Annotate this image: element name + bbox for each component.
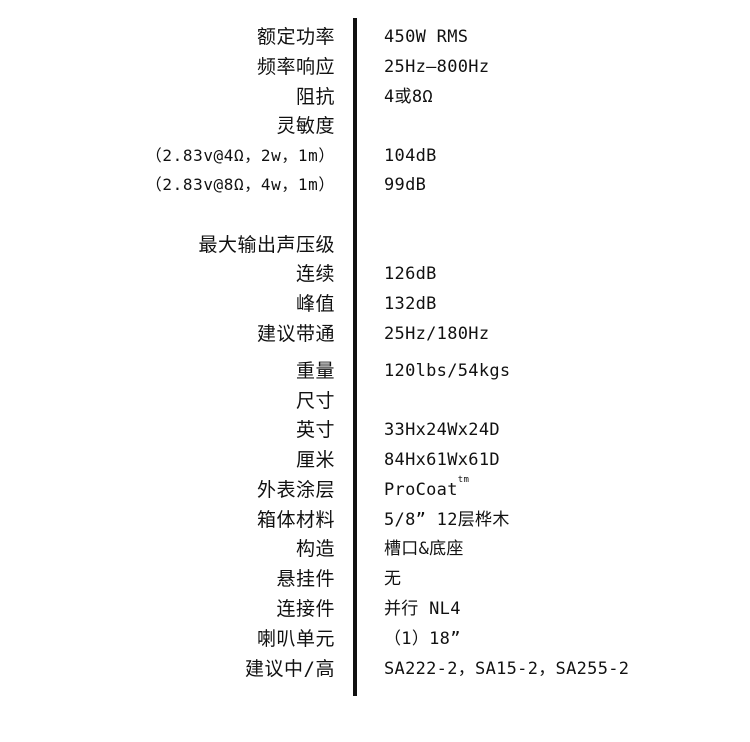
spec-row-frequency-response: 频率响应 25Hz—800Hz — [0, 52, 750, 82]
spec-value: ProCoattm — [384, 475, 469, 505]
spec-value: 132dB — [384, 294, 437, 314]
spec-row-sensitivity-8ohm: （2.83v@8Ω，4w，1m） 99dB — [0, 170, 750, 200]
spec-row-dimensions: 尺寸 — [0, 386, 750, 416]
spec-label: 建议带通 — [256, 323, 335, 345]
spec-row-recommended-bandpass: 建议带通 25Hz/180Hz — [0, 319, 750, 349]
spec-label: 连接件 — [276, 598, 335, 620]
spec-row-continuous: 连续 126dB — [0, 259, 750, 289]
spec-label: 建议中/高 — [245, 658, 335, 680]
spec-label: 额定功率 — [256, 26, 335, 48]
spec-value: 5/8” 12层桦木 — [384, 510, 510, 530]
spec-label: 灵敏度 — [276, 115, 335, 137]
spec-value: 无 — [384, 569, 402, 589]
spec-row-construction: 构造 槽口&底座 — [0, 534, 750, 564]
spec-value: SA222-2，SA15-2，SA255-2 — [384, 659, 630, 679]
spec-row-recommended-mid-high: 建议中/高 SA222-2，SA15-2，SA255-2 — [0, 654, 750, 684]
spec-label: 悬挂件 — [276, 568, 335, 590]
spec-label: 峰值 — [295, 293, 335, 315]
spec-row-impedance: 阻抗 4或8Ω — [0, 82, 750, 112]
spec-label: 连续 — [295, 263, 335, 285]
spec-value: （1）18” — [384, 629, 461, 649]
spec-label: （2.83v@8Ω，4w，1m） — [145, 175, 335, 194]
spec-label: 英寸 — [295, 419, 335, 441]
finish-value-text: ProCoat — [384, 480, 458, 500]
spec-value: 84Hx61Wx61D — [384, 450, 500, 470]
spec-label: 重量 — [295, 360, 335, 382]
spec-row-sensitivity-4ohm: （2.83v@4Ω，2w，1m） 104dB — [0, 141, 750, 171]
spec-row-centimeters: 厘米 84Hx61Wx61D — [0, 445, 750, 475]
spec-value: 450W RMS — [384, 27, 469, 47]
spec-row-drivers: 喇叭单元 （1）18” — [0, 624, 750, 654]
spec-row-sensitivity: 灵敏度 — [0, 111, 750, 141]
spec-value: 槽口&底座 — [384, 539, 464, 559]
spec-row-weight: 重量 120lbs/54kgs — [0, 356, 750, 386]
spec-value: 126dB — [384, 264, 437, 284]
spec-label: 喇叭单元 — [256, 628, 335, 650]
spec-label: 构造 — [295, 538, 335, 560]
spec-label: 最大输出声压级 — [198, 234, 335, 256]
spec-value: 99dB — [384, 175, 427, 195]
spec-value: 120lbs/54kgs — [384, 361, 511, 381]
column-divider — [353, 18, 357, 696]
spec-row-enclosure-material: 箱体材料 5/8” 12层桦木 — [0, 505, 750, 535]
spec-value: 33Hx24Wx24D — [384, 420, 500, 440]
spec-row-rigging: 悬挂件 无 — [0, 564, 750, 594]
spec-row-finish: 外表涂层 ProCoattm — [0, 475, 750, 505]
spec-row-inches: 英寸 33Hx24Wx24D — [0, 415, 750, 445]
spec-row-max-spl: 最大输出声压级 — [0, 230, 750, 260]
spec-label: 厘米 — [295, 449, 335, 471]
trademark-superscript: tm — [457, 475, 470, 485]
spec-label: 外表涂层 — [256, 479, 335, 501]
spec-value: 25Hz/180Hz — [384, 324, 490, 344]
spec-label: 阻抗 — [295, 86, 335, 108]
spec-value: 25Hz—800Hz — [384, 57, 490, 77]
spec-label: 频率响应 — [256, 56, 335, 78]
spec-row-peak: 峰值 132dB — [0, 289, 750, 319]
spec-value: 104dB — [384, 146, 437, 166]
spec-label: （2.83v@4Ω，2w，1m） — [145, 146, 335, 165]
spec-row-rated-power: 额定功率 450W RMS — [0, 22, 750, 52]
spec-value: 4或8Ω — [384, 87, 433, 107]
spec-row-connectors: 连接件 并行 NL4 — [0, 594, 750, 624]
spec-value: 并行 NL4 — [384, 599, 461, 619]
spec-label: 尺寸 — [295, 390, 335, 412]
spec-label: 箱体材料 — [256, 509, 335, 531]
